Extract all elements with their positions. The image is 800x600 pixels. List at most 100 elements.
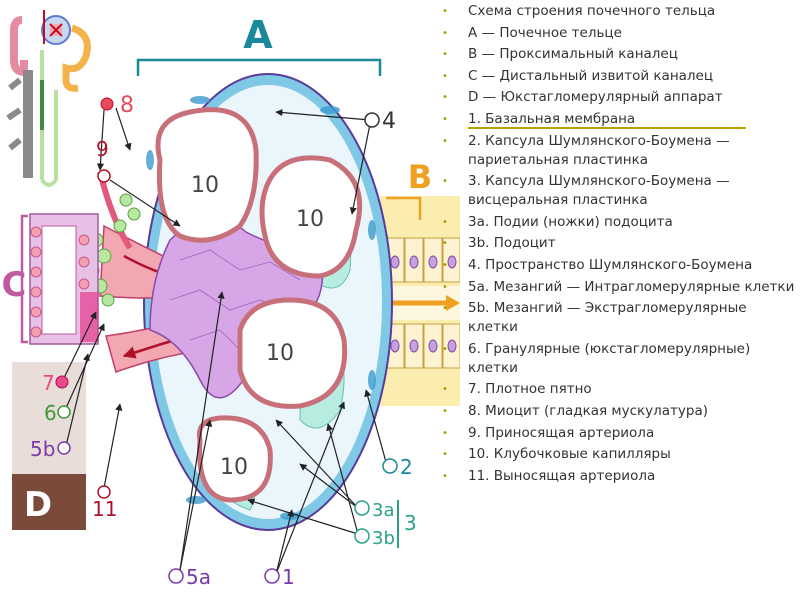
legend-list: •Схема строения почечного тельца •А — По… [440, 2, 798, 488]
callout-1-label: 1 [282, 565, 295, 589]
juxtaglomerular-apparatus-box: D [12, 362, 86, 530]
legend-text: 10. Клубочковые капилляры [468, 446, 671, 463]
callout-2-label: 2 [400, 455, 413, 479]
legend-text: 3а. Подии (ножки) подоцита [468, 213, 673, 230]
bullet-icon: • [442, 92, 448, 104]
callout-4-label: 4 [382, 109, 396, 134]
bullet-icon: • [442, 27, 448, 39]
legend-item: • 11. Выносящая артериола [440, 467, 798, 486]
legend-text: 2. Капсула Шумлянского-Боумена — париета… [468, 132, 730, 168]
legend-text: 8. Миоцит (гладкая мускулатура) [468, 402, 709, 419]
section-c-label: C [2, 265, 27, 305]
callout-7: 7 [42, 371, 69, 395]
bullet-icon: • [442, 470, 448, 482]
bullet-icon: • [442, 405, 448, 417]
bullet-icon: • [442, 135, 448, 147]
renal-corpuscle-diagram: A B [1, 4, 460, 589]
legend-item: • 5b. Мезангий — Экстрагломерулярные клет… [440, 299, 798, 337]
legend-text: 5b. Мезангий — Экстрагломерулярные клетк… [468, 300, 747, 336]
capillary-label-4: 10 [220, 455, 248, 480]
pointer-lines [63, 107, 387, 575]
legend-text: D — Юкстагломерулярный аппарат [468, 89, 723, 106]
legend-item: • 4. Пространство Шумлянского-Боумена [440, 256, 798, 275]
bullet-icon: • [442, 281, 448, 293]
legend-text: А — Почечное тельце [468, 24, 622, 41]
legend-item: • 3. Капсула Шумлянского-Боумена — висцер… [440, 172, 798, 210]
callout-3-label: 3 [404, 511, 417, 535]
legend-text: 1. Базальная мембрана [468, 110, 636, 127]
legend-item: • 3а. Подии (ножки) подоцита [440, 213, 798, 232]
legend-item: • 6. Гранулярные (юкстагломерулярные) кле… [440, 340, 798, 378]
bullet-icon: • [442, 259, 448, 271]
legend-text: В — Проксимальный каналец [468, 46, 678, 63]
bullet-icon: • [442, 427, 448, 439]
legend-title: Схема строения почечного тельца [468, 3, 716, 19]
callout-3a-label: 3a [372, 500, 394, 521]
legend-item: • С — Дистальный извитой каналец [440, 67, 798, 86]
callout-9: 9 [96, 137, 111, 183]
bullet-icon: • [442, 49, 448, 61]
callout-7-label: 7 [42, 371, 55, 395]
callout-11: 11 [92, 485, 117, 521]
callout-4: 4 [364, 109, 396, 134]
bullet-icon: • [442, 449, 448, 461]
legend-text: 7. Плотное пятно [468, 381, 592, 398]
legend-item: • В — Проксимальный каналец [440, 45, 798, 64]
legend-underline [468, 127, 746, 129]
legend-item: • 1. Базальная мембрана [440, 110, 798, 129]
legend-item: • 9. Приносящая артериола [440, 424, 798, 443]
bullet-icon: • [442, 384, 448, 396]
legend-item: • А — Почечное тельце [440, 24, 798, 43]
callout-8-label: 8 [120, 93, 134, 118]
legend-item: • 8. Миоцит (гладкая мускулатура) [440, 402, 798, 421]
callout-2: 2 [382, 455, 413, 479]
callout-8: 8 [100, 93, 134, 118]
callout-5b: 5b [30, 437, 71, 461]
bullet-icon: • [442, 176, 448, 188]
legend-item: •Схема строения почечного тельца [440, 2, 798, 21]
legend-item: • 3b. Подоцит [440, 234, 798, 253]
callout-3-bracket: 3 [397, 500, 417, 548]
capillary-label-3: 10 [266, 341, 294, 366]
legend-item: • 10. Клубочковые капилляры [440, 445, 798, 464]
legend-text: 3b. Подоцит [468, 235, 556, 252]
capillary-label-2: 10 [296, 207, 324, 232]
section-b-label: B [408, 158, 432, 196]
callout-3b: 3b [354, 528, 395, 549]
callout-6: 6 [44, 401, 71, 425]
section-d-label: D [24, 485, 52, 525]
legend-item: • D — Юкстагломерулярный аппарат [440, 88, 798, 107]
legend-text: С — Дистальный извитой каналец [468, 67, 714, 84]
section-a-bracket: A [136, 13, 382, 76]
bullet-icon: • [442, 343, 448, 355]
section-a-label: A [243, 13, 273, 57]
distal-tubule: C [2, 213, 99, 345]
callout-5b-label: 5b [30, 437, 55, 461]
legend-text: 3. Капсула Шумлянского-Боумена — висцера… [468, 173, 730, 209]
legend-item: • 2. Капсула Шумлянского-Боумена — париет… [440, 132, 798, 170]
callout-11-label: 11 [92, 497, 117, 521]
legend-text: 9. Приносящая артериола [468, 424, 655, 441]
callout-9-label: 9 [96, 137, 109, 161]
nephron-thumbnail-icon [4, 4, 100, 190]
capillary-label-1: 10 [191, 173, 219, 198]
bullet-icon: • [442, 113, 448, 125]
legend-text: 5а. Мезангий — Интрагломерулярные клетки [468, 278, 795, 295]
callout-5a-label: 5a [186, 565, 211, 589]
callout-5a: 5a [168, 565, 211, 589]
bullet-icon: • [442, 238, 448, 250]
callout-6-label: 6 [44, 401, 57, 425]
bullet-icon: • [442, 303, 448, 315]
callout-3a: 3a [354, 500, 394, 521]
bullet-icon: • [442, 70, 448, 82]
glomerular-capillaries: 10 10 10 10 [155, 107, 363, 503]
callout-1: 1 [264, 565, 295, 589]
legend-text: 11. Выносящая артериола [468, 467, 656, 484]
legend-item: • 7. Плотное пятно [440, 380, 798, 399]
callouts: 8 9 4 7 6 5b 11 5a [30, 93, 417, 589]
legend-item: • 5а. Мезангий — Интрагломерулярные клетк… [440, 278, 798, 297]
bullet-icon: • [442, 216, 448, 228]
legend-text: 6. Гранулярные (юкстагломерулярные) клет… [468, 340, 751, 376]
legend-text: 4. Пространство Шумлянского-Боумена [468, 256, 753, 273]
callout-3b-label: 3b [372, 528, 395, 549]
